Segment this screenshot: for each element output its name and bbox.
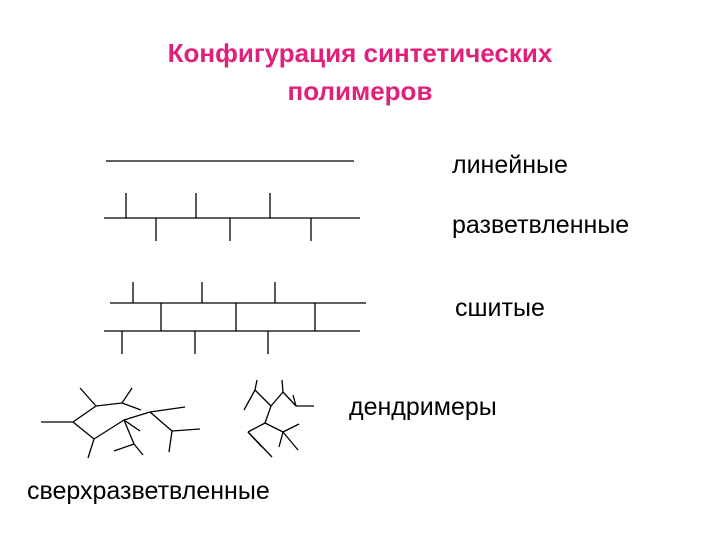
title-line-1: Конфигурация синтетических [167,38,553,68]
hyperbranched-polymer-diagram [41,387,201,459]
label-branched: разветвленные [452,211,630,239]
label-linear: линейные [452,151,568,179]
branched-polymer-diagram [104,193,360,241]
dendrimer-diagram [243,379,314,458]
label-crosslinked: сшитые [455,294,545,322]
slide-title: Конфигурация синтетических полимеров [0,34,720,110]
title-line-2: полимеров [287,76,433,106]
crosslinked-polymer-diagram [104,282,366,354]
label-hyperbranched: сверхразветвленные [27,477,270,505]
label-dendrimers: дендримеры [349,393,497,421]
